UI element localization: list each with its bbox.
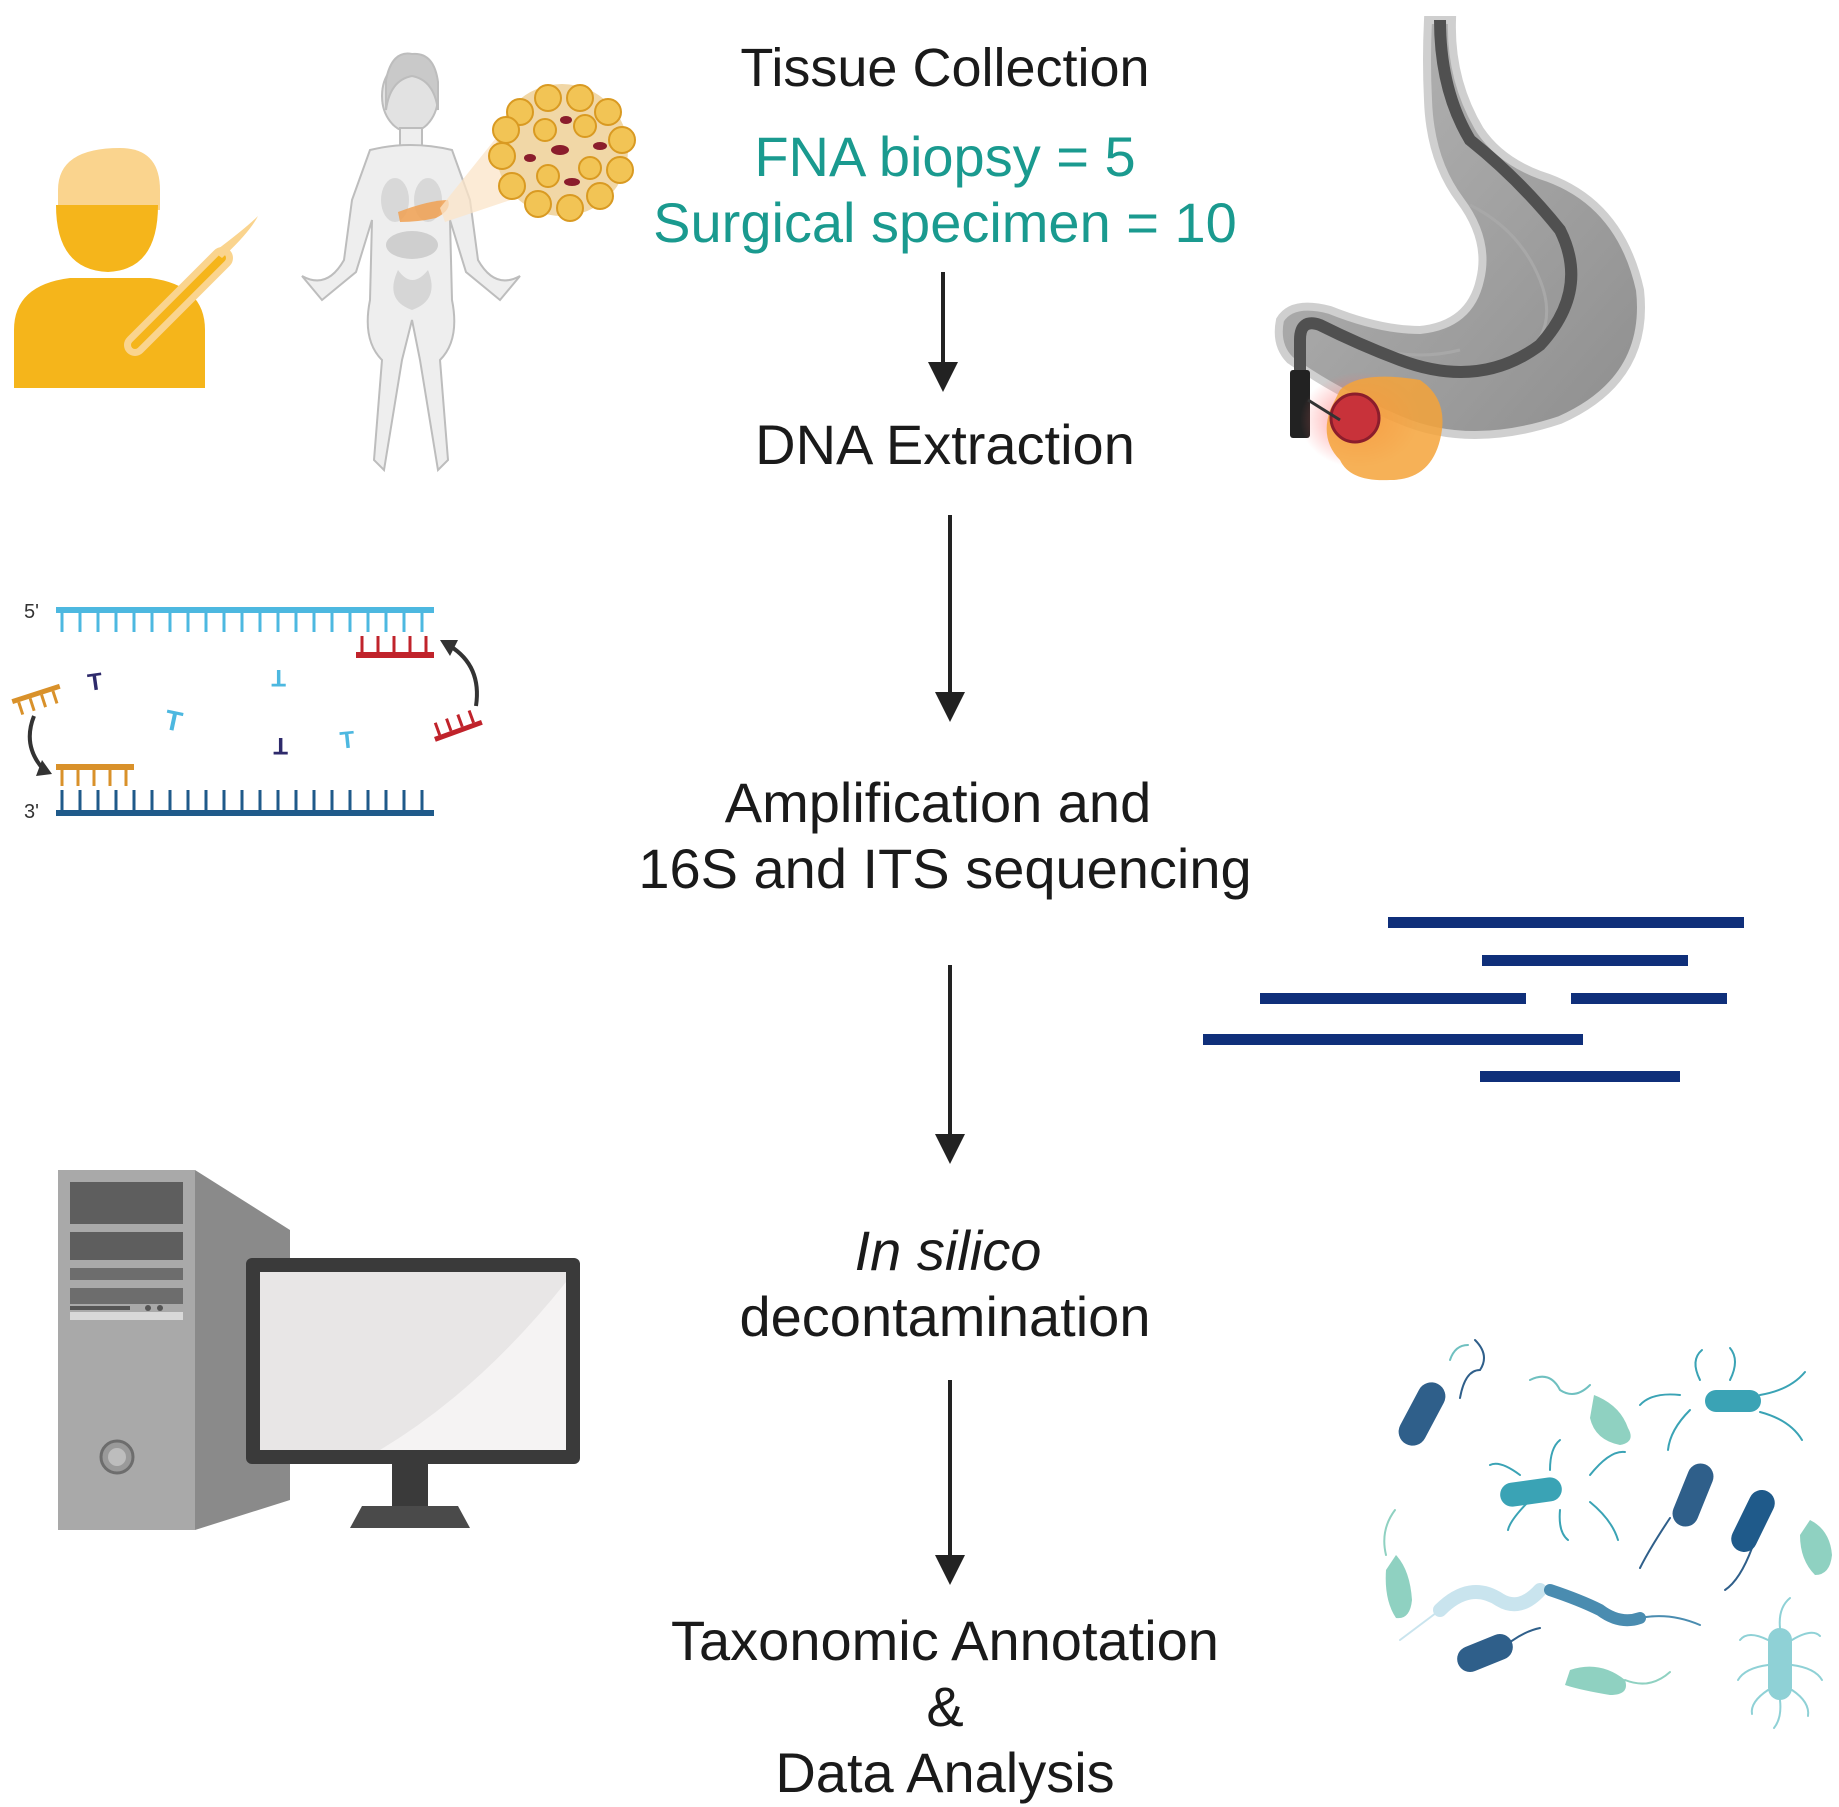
stomach-endoscope-icon	[1274, 16, 1645, 481]
bacteria-icon	[1383, 1339, 1832, 1729]
pancreas-tissue-icon	[398, 84, 636, 222]
step-amplification-line1: Amplification and	[725, 771, 1151, 834]
step-decontamination: decontamination	[740, 1285, 1151, 1348]
five-prime-label: 5'	[24, 601, 39, 623]
step-data-analysis: Data Analysis	[775, 1741, 1114, 1804]
step-dna-extraction: DNA Extraction	[755, 413, 1135, 476]
svg-text:T: T	[339, 726, 357, 754]
svg-text:T: T	[162, 704, 185, 738]
arrow-3-head	[935, 1134, 965, 1164]
step-amplification-line2: 16S and ITS sequencing	[638, 837, 1251, 900]
pcr-dna-icon: 5' 3' T T T T T	[11, 601, 483, 823]
sample-fna-count: FNA biopsy = 5	[754, 125, 1135, 188]
svg-text:T: T	[271, 664, 286, 691]
computer-icon	[58, 1170, 580, 1530]
svg-text:T: T	[273, 732, 288, 759]
step-in-silico: In silico	[855, 1219, 1042, 1282]
step-tissue-collection: Tissue Collection	[740, 38, 1149, 98]
arrow-1-head	[928, 362, 958, 392]
arrow-4-head	[935, 1555, 965, 1585]
human-body-icon	[301, 52, 521, 473]
surgeon-icon	[14, 148, 205, 388]
sample-surgical-count: Surgical specimen = 10	[653, 191, 1237, 254]
step-taxonomic-annotation: Taxonomic Annotation	[671, 1609, 1219, 1672]
svg-text:T: T	[86, 668, 105, 697]
arrow-2-head	[935, 692, 965, 722]
sequencing-reads-icon	[1203, 917, 1744, 1082]
step-ampersand: &	[926, 1675, 963, 1738]
scalpel-icon	[124, 216, 258, 356]
flow-arrows	[928, 272, 965, 1585]
three-prime-label: 3'	[24, 801, 39, 823]
